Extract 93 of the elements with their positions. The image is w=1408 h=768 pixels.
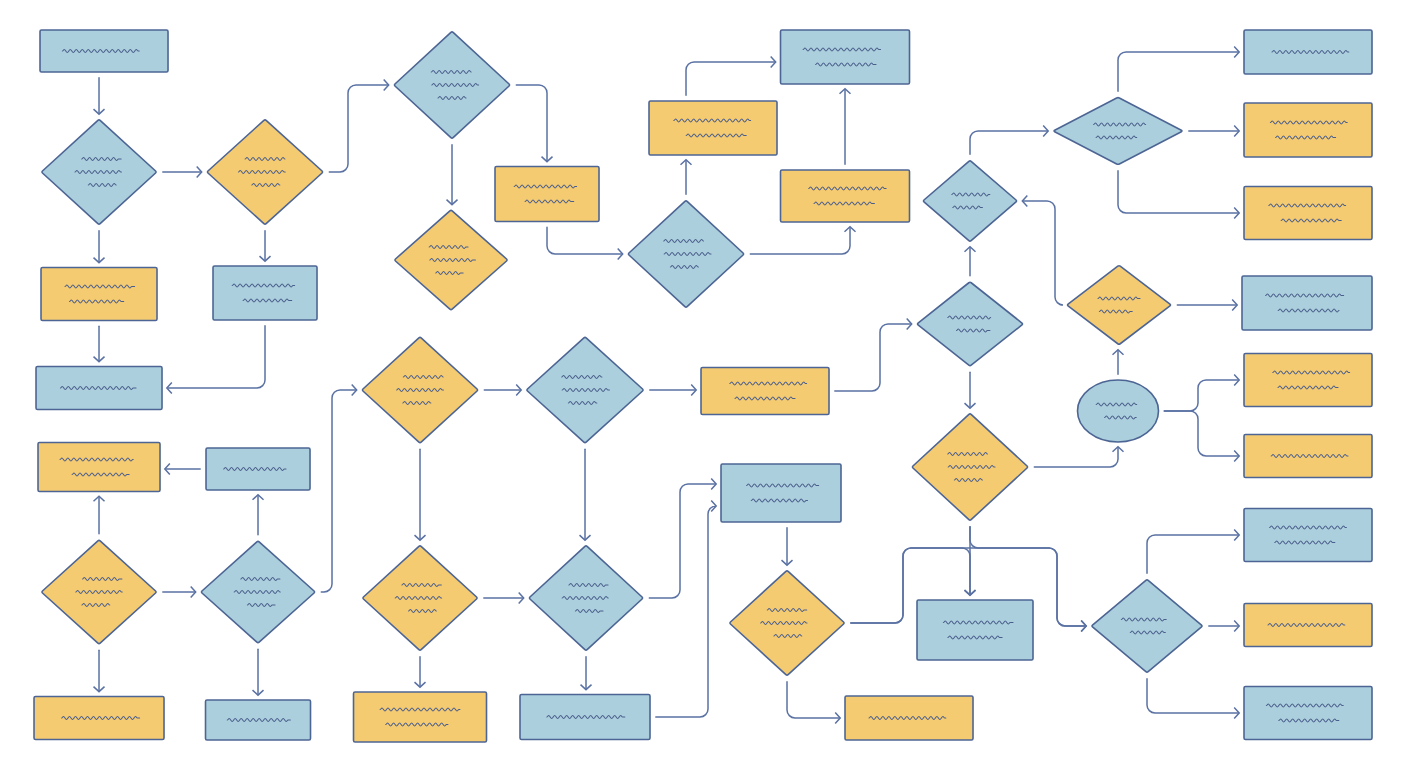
arrow [92, 230, 106, 264]
decision-diamond [361, 336, 479, 444]
arrow [1117, 45, 1241, 92]
process-box [1243, 507, 1373, 563]
decision-diamond [627, 200, 745, 308]
arrow [648, 477, 718, 599]
process-box [916, 599, 1034, 661]
decision-diamond [41, 119, 157, 225]
process-box [40, 266, 158, 322]
process-box [1243, 29, 1373, 75]
process-box [1243, 685, 1373, 741]
arrow [969, 124, 1050, 155]
arrow [1163, 410, 1241, 463]
arrow [92, 325, 106, 363]
decision-diamond [916, 281, 1024, 367]
process-box [720, 463, 842, 523]
arrow [963, 245, 977, 277]
decision-diamond [362, 545, 478, 651]
process-box [35, 365, 163, 411]
arrow [649, 383, 698, 397]
arrow [483, 591, 525, 605]
process-box [39, 29, 169, 73]
process-box [700, 366, 830, 416]
arrow [1021, 194, 1064, 306]
arrow [838, 87, 852, 165]
arrow [328, 78, 390, 173]
arrow [1176, 298, 1239, 312]
decision-diamond [729, 570, 845, 676]
process-box [33, 695, 165, 741]
decision-diamond [200, 540, 316, 644]
process-box [205, 447, 311, 491]
arrow [834, 317, 913, 392]
arrow [780, 527, 794, 567]
arrow [165, 325, 266, 395]
process-box [1243, 433, 1373, 479]
decision-diamond [911, 413, 1029, 521]
arrow [1188, 124, 1241, 138]
process-box [1243, 602, 1373, 648]
process-box [1243, 102, 1373, 158]
decision-diamond [206, 119, 324, 225]
process-box [648, 100, 778, 156]
arrow [483, 383, 523, 397]
arrow [578, 448, 592, 542]
decision-diamond [528, 545, 644, 651]
arrow [850, 547, 1088, 633]
decision-diamond [394, 209, 508, 311]
decision-oval [1076, 379, 1160, 443]
process-box [204, 699, 312, 741]
process-box [494, 165, 600, 223]
arrow [786, 681, 842, 725]
arrow [1146, 528, 1241, 574]
arrow [92, 77, 106, 116]
arrow [413, 448, 427, 542]
arrow [162, 585, 197, 599]
arrow [749, 225, 857, 255]
arrow [1146, 678, 1241, 720]
process-box [212, 265, 318, 321]
process-box [779, 29, 911, 85]
arrow [251, 648, 265, 697]
arrow [679, 158, 693, 195]
arrow [1117, 170, 1241, 220]
arrow [445, 144, 459, 206]
arrow [413, 656, 427, 689]
arrow [162, 165, 203, 179]
arrow [1033, 445, 1125, 468]
process-box [1243, 352, 1373, 408]
process-box [1243, 185, 1373, 241]
arrow [258, 230, 272, 263]
arrow [655, 499, 718, 718]
process-box [37, 441, 161, 493]
arrow [92, 495, 106, 535]
process-box [1241, 275, 1373, 331]
arrow [1208, 619, 1241, 633]
decision-diamond [1066, 265, 1172, 345]
decision-diamond [393, 31, 511, 139]
arrow [546, 226, 624, 261]
arrow [251, 493, 265, 536]
arrow [163, 462, 201, 476]
process-box [352, 691, 488, 743]
arrow [1111, 348, 1125, 375]
decision-diamond [41, 539, 157, 645]
decision-diamond [922, 160, 1018, 242]
arrow [92, 649, 106, 693]
arrow [685, 55, 777, 96]
decision-diamond [1053, 96, 1183, 166]
process-box [519, 693, 651, 741]
arrow [515, 84, 554, 163]
decision-diamond [1091, 579, 1203, 673]
process-box [779, 169, 911, 223]
arrow [963, 371, 977, 410]
arrow [579, 656, 593, 691]
process-box [844, 695, 974, 741]
decision-diamond [526, 336, 644, 444]
